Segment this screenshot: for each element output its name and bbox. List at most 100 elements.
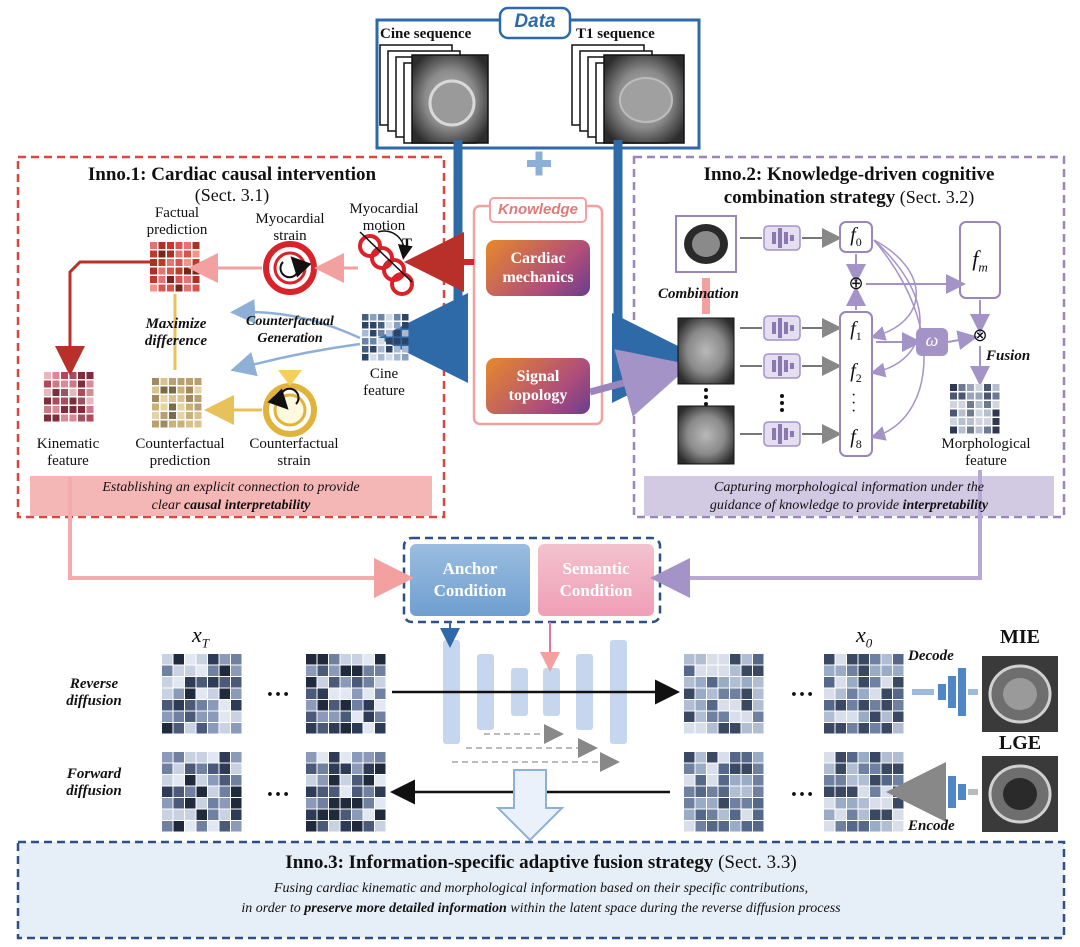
latent-cell — [741, 711, 752, 722]
grid-cell — [394, 338, 401, 345]
inno3-line2-post: within the latent space during the rever… — [506, 901, 841, 916]
latent-cell — [753, 677, 764, 688]
latent-cell — [363, 775, 374, 786]
grid-cell — [992, 392, 1000, 400]
latent-cell — [173, 798, 184, 809]
grid-cell — [186, 386, 193, 394]
latent-cell — [363, 809, 374, 820]
latent-cell — [375, 688, 386, 699]
latent-cell — [173, 688, 184, 699]
factual-prediction-grid — [150, 242, 200, 292]
counterfactual-strain-label: Counterfactual strain — [249, 436, 339, 469]
cine-sequence-label: Cine sequence — [380, 26, 472, 42]
grid-cell — [86, 380, 94, 388]
latent-cell — [835, 654, 846, 665]
latent-cell — [196, 677, 207, 688]
grid-cell — [394, 330, 401, 337]
grid-cell — [78, 380, 85, 388]
latent-cell — [317, 798, 328, 809]
grid-cell — [984, 418, 991, 425]
latent-cell — [162, 677, 173, 688]
latent-cell — [824, 688, 835, 699]
grid-cell — [394, 354, 401, 361]
grid-cell — [69, 414, 77, 422]
grid-cell — [186, 403, 193, 411]
latent-cell — [684, 821, 695, 832]
latent-cell — [340, 798, 351, 809]
grid-cell — [362, 322, 369, 329]
latent-cell — [185, 809, 196, 820]
latent-cell — [219, 665, 230, 676]
grid-cell — [175, 259, 183, 266]
f0-label: f0 — [840, 224, 872, 250]
latent-cell — [718, 821, 729, 832]
conv-bar — [790, 363, 794, 369]
latent-cell — [824, 677, 835, 688]
grid-cell — [175, 284, 183, 292]
latent-cell — [340, 752, 351, 763]
inno1-caption-line2: clear causal interpretability — [30, 497, 432, 514]
f2-label: f2 — [840, 360, 872, 386]
latent-cell — [858, 798, 869, 809]
latent-cell — [695, 798, 706, 809]
fm-sub: m — [978, 259, 988, 275]
latent-cell — [317, 677, 328, 688]
latent-cell — [375, 752, 386, 763]
lge-image — [982, 756, 1058, 832]
grid-cell — [52, 414, 60, 422]
latent-cell — [730, 688, 741, 699]
grid-cell — [378, 330, 385, 337]
latent-cell — [208, 763, 219, 774]
latent-cell — [870, 775, 881, 786]
latent-cell — [847, 763, 858, 774]
latent-cell — [858, 809, 869, 820]
latent-cell — [196, 752, 207, 763]
grid-cell — [52, 372, 60, 379]
latent-cell — [340, 763, 351, 774]
latent-cell — [375, 809, 386, 820]
grid-cell — [958, 384, 966, 391]
latent-cell — [375, 665, 386, 676]
latent-cell — [730, 752, 741, 763]
latent-cell — [707, 752, 718, 763]
grid-cell — [52, 380, 60, 388]
latent-cell — [753, 821, 764, 832]
grid-cell — [169, 395, 176, 402]
latent-cell — [219, 798, 230, 809]
latent-cell — [847, 809, 858, 820]
latent-cell — [185, 775, 196, 786]
grid-cell — [150, 250, 157, 258]
latent-cell — [352, 665, 363, 676]
latent-cell — [317, 665, 328, 676]
grid-cell — [950, 409, 957, 417]
decoder — [912, 668, 978, 716]
latent-cell — [881, 809, 892, 820]
grid-cell — [194, 386, 202, 394]
latent-cell — [870, 711, 881, 722]
latent-cell — [162, 786, 173, 797]
latent-cell — [375, 763, 386, 774]
latent-cell — [352, 688, 363, 699]
grid-cell — [175, 267, 183, 275]
grid-cell — [967, 409, 974, 417]
latent-cell — [363, 665, 374, 676]
f2-letter: f — [850, 360, 856, 382]
latent-cell — [173, 723, 184, 734]
latent-cell — [219, 711, 230, 722]
grid-cell — [61, 397, 68, 405]
latent-cell — [718, 752, 729, 763]
grid-cell — [186, 420, 193, 428]
latent-cell — [231, 688, 242, 699]
grid-cell — [44, 389, 51, 396]
latent-cell — [375, 654, 386, 665]
latent-cell — [231, 665, 242, 676]
morphological-feature-label: Morphological feature — [941, 436, 1031, 469]
latent-cell — [893, 821, 904, 832]
grid-cell — [69, 406, 77, 413]
grid-cell — [184, 276, 191, 283]
latent-cell — [329, 786, 340, 797]
latent-cell — [881, 775, 892, 786]
grid-cell — [177, 403, 185, 411]
latent-cell — [730, 775, 741, 786]
grid-cell — [177, 395, 185, 402]
